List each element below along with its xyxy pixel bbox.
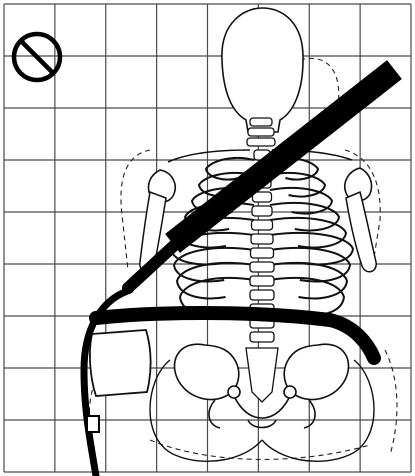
vertebra — [249, 247, 275, 259]
shoulder-belt-strap — [122, 234, 186, 294]
vertebra — [251, 205, 273, 217]
rib-right — [269, 262, 349, 300]
pillow-cushion — [89, 329, 152, 397]
head — [221, 7, 304, 133]
rib-right — [269, 171, 327, 198]
vertebra — [250, 219, 274, 231]
rib-left — [204, 156, 255, 181]
vertebra — [249, 331, 275, 343]
sacrum — [245, 347, 279, 403]
buttocks-outline — [149, 359, 375, 462]
vertebra — [249, 289, 275, 301]
rib-right — [269, 201, 341, 232]
rib-right — [269, 216, 348, 249]
vertebra — [251, 191, 273, 203]
vertebra — [249, 275, 275, 287]
cervical-spine — [246, 117, 276, 147]
belt-anchor-strap — [80, 286, 134, 476]
rib-right — [269, 232, 355, 266]
rib-left — [175, 262, 255, 300]
vertebra — [250, 233, 274, 245]
lap-belt-strap — [89, 306, 381, 365]
pelvis — [173, 343, 350, 429]
rib-right — [269, 186, 334, 215]
prohibition-icon — [11, 31, 63, 83]
seat-belt-buckle — [86, 415, 100, 433]
vertebra — [249, 261, 275, 273]
shoulder-belt-diagonal — [165, 60, 402, 253]
